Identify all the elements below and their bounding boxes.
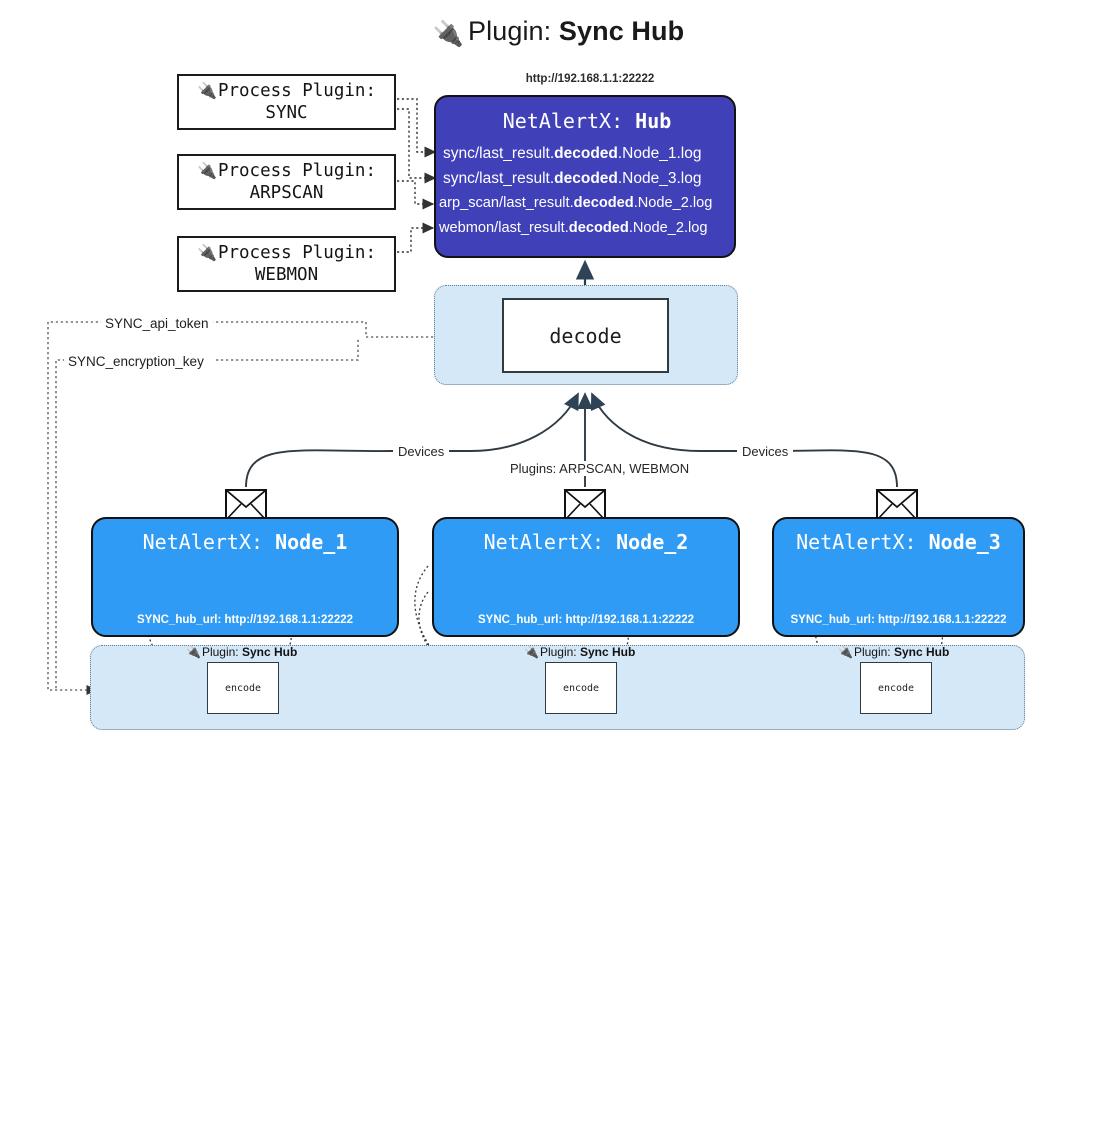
encode-box-3[interactable]: encode <box>860 662 932 714</box>
hub-node[interactable]: NetAlertX: Hub sync/last_result.decoded.… <box>434 95 736 258</box>
hub-url-label: http://192.168.1.1:22222 <box>525 73 655 85</box>
node-line: api/table_devices.json <box>168 1079 322 1096</box>
plug-icon: 🔌 <box>197 242 217 262</box>
node-hub-url: SYNC_hub_url: http://192.168.1.1:22222 <box>136 614 354 626</box>
edge-label-devices-right: Devices <box>737 444 794 459</box>
page-title-prefix: Plugin: <box>468 16 559 46</box>
plug-icon: 🔌 <box>197 80 217 100</box>
plug-icon: 🔌 <box>197 160 217 180</box>
node-3[interactable]: NetAlertX: Node_3 api/table_devices.json… <box>772 517 1025 1102</box>
plug-icon: 🔌 <box>524 645 539 659</box>
process-plugin-arpscan[interactable]: 🔌Process Plugin: ARPSCAN <box>177 154 396 210</box>
hub-title: NetAlertX: Hub <box>502 109 672 133</box>
process-plugin-label: Process Plugin: <box>217 80 376 101</box>
node-title: NetAlertX: Node_1 <box>142 530 348 554</box>
process-plugin-label: Process Plugin: <box>217 160 376 181</box>
hub-log-line: sync/last_result.decoded.Node_1.log <box>443 145 702 162</box>
envelope-icon-node-2 <box>564 489 606 526</box>
node-line: api/table_devices.json <box>822 1085 975 1102</box>
edge-label-plugins: Plugins: ARPSCAN, WEBMON <box>505 461 695 476</box>
node-line: webmon/last_result.encoded.Node_2.log <box>445 1105 727 1122</box>
encode-box-1[interactable]: encode <box>207 662 279 714</box>
hub-log-line: arp_scan/last_result.decoded.Node_2.log <box>439 195 713 211</box>
process-plugin-label: Process Plugin: <box>217 242 376 263</box>
envelope-icon-node-3 <box>876 489 918 526</box>
process-plugin-name: SYNC <box>265 103 308 123</box>
plug-icon: 🔌 <box>838 645 853 659</box>
hub-log-list: sync/last_result.decoded.Node_1.log sync… <box>436 141 738 241</box>
diagram-canvas: 🔌Plugin: Sync Hub 🔌Process Plugin: SYNC … <box>0 16 1117 1122</box>
encode-caption-2: 🔌Plugin: Sync Hub <box>524 645 636 659</box>
hub-log-line: sync/last_result.decoded.Node_3.log <box>443 170 702 187</box>
page-title-name: Sync Hub <box>558 16 685 46</box>
node-title: NetAlertX: Node_2 <box>483 530 689 554</box>
node-hub-url: SYNC_hub_url: http://192.168.1.1:22222 <box>477 614 695 626</box>
node-1[interactable]: NetAlertX: Node_1 api/table_devices.json… <box>91 517 399 1096</box>
node-hub-url: SYNC_hub_url: http://192.168.1.1:22222 <box>790 614 1007 626</box>
edge-label-devices-left: Devices <box>393 444 450 459</box>
decode-box[interactable]: decode <box>502 298 669 373</box>
encode-caption-3: 🔌Plugin: Sync Hub <box>838 645 950 659</box>
node-line: arp_scan/last_result.encoded.Node_2.log <box>442 1079 730 1096</box>
page-title: 🔌Plugin: Sync Hub <box>0 16 1117 48</box>
process-plugin-sync[interactable]: 🔌Process Plugin: SYNC <box>177 74 396 130</box>
node-title: NetAlertX: Node_3 <box>796 530 1001 554</box>
plug-icon: 🔌 <box>432 20 465 48</box>
sync-api-token-label: SYNC_api_token <box>101 316 213 331</box>
hub-log-line: webmon/last_result.decoded.Node_2.log <box>439 220 708 236</box>
node-2[interactable]: NetAlertX: Node_2 arp_scan/last_result.e… <box>432 517 740 1122</box>
encode-caption-1: 🔌Plugin: Sync Hub <box>186 645 298 659</box>
process-plugin-name: WEBMON <box>254 265 319 285</box>
plug-icon: 🔌 <box>186 645 201 659</box>
process-plugin-name: ARPSCAN <box>249 183 324 203</box>
encode-box-2[interactable]: encode <box>545 662 617 714</box>
sync-encryption-key-label: SYNC_encryption_key <box>64 354 208 369</box>
process-plugin-webmon[interactable]: 🔌Process Plugin: WEBMON <box>177 236 396 292</box>
